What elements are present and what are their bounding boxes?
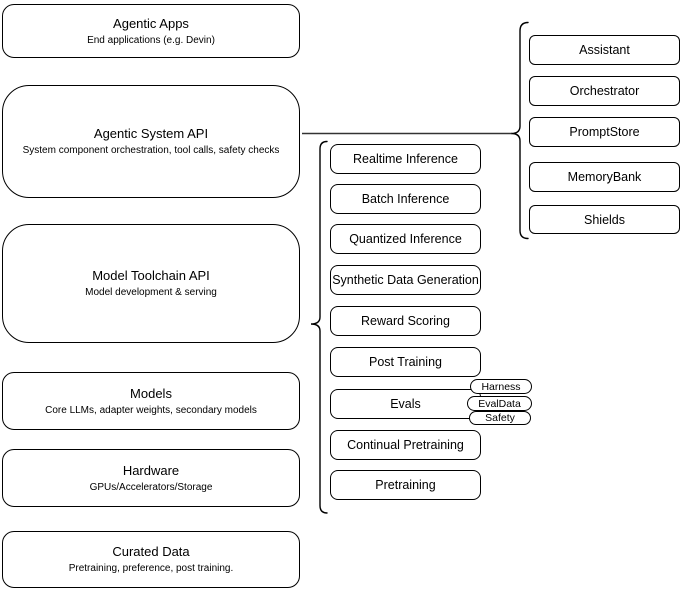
node-shields-label: Shields	[584, 212, 625, 227]
node-agentic-system-api-subtitle: System component orchestration, tool cal…	[22, 145, 280, 156]
node-synthetic-data-generation: Synthetic Data Generation	[330, 265, 481, 295]
node-pretraining: Pretraining	[330, 470, 481, 500]
node-continual-pretraining-label: Continual Pretraining	[347, 438, 464, 452]
node-reward-scoring-label: Reward Scoring	[361, 314, 450, 328]
node-agentic-apps-subtitle: End applications (e.g. Devin)	[87, 34, 215, 46]
node-assistant-label: Assistant	[579, 43, 630, 57]
node-post-training-label: Post Training	[369, 355, 442, 369]
node-agentic-apps: Agentic Apps End applications (e.g. Devi…	[2, 4, 300, 58]
node-batch-inference: Batch Inference	[330, 184, 481, 214]
node-agentic-system-api-title: Agentic System API	[93, 126, 209, 141]
node-curated-data-title: Curated Data	[112, 544, 190, 559]
node-hardware-title: Hardware	[122, 462, 180, 478]
node-memorybank: MemoryBank	[529, 162, 680, 192]
node-pretraining-label: Pretraining	[375, 478, 436, 492]
node-model-toolchain-api-subtitle: Model development & serving	[85, 287, 217, 298]
node-hardware-subtitle: GPUs/Accelerators/Storage	[89, 481, 213, 493]
node-promptstore-label: PromptStore	[569, 125, 640, 139]
node-quantized-inference-label: Quantized Inference	[349, 232, 462, 246]
node-assistant: Assistant	[529, 35, 680, 65]
node-model-toolchain-api-title: Model Toolchain API	[92, 268, 210, 283]
node-quantized-inference: Quantized Inference	[330, 224, 481, 254]
node-realtime-inference-label: Realtime Inference	[353, 152, 458, 166]
node-models-subtitle: Core LLMs, adapter weights, secondary mo…	[45, 404, 257, 416]
node-evals: Evals	[330, 389, 481, 419]
node-promptstore: PromptStore	[529, 117, 680, 147]
node-models-title: Models	[130, 385, 172, 401]
pill-harness-label: Harness	[481, 380, 521, 393]
node-curated-data: Curated Data Pretraining, preference, po…	[2, 531, 300, 588]
pill-safety: Safety	[469, 411, 531, 425]
pill-harness: Harness	[470, 379, 532, 394]
node-post-training: Post Training	[330, 347, 481, 377]
node-shields: Shields	[529, 205, 680, 234]
node-model-toolchain-api: Model Toolchain API Model development & …	[2, 224, 300, 343]
node-orchestrator: Orchestrator	[529, 76, 680, 106]
node-agentic-system-api: Agentic System API System component orch…	[2, 85, 300, 198]
node-orchestrator-label: Orchestrator	[569, 84, 640, 98]
node-realtime-inference: Realtime Inference	[330, 144, 481, 174]
node-curated-data-subtitle: Pretraining, preference, post training.	[68, 563, 234, 574]
node-synthetic-data-generation-label: Synthetic Data Generation	[332, 273, 479, 287]
node-models: Models Core LLMs, adapter weights, secon…	[2, 372, 300, 430]
node-reward-scoring: Reward Scoring	[330, 306, 481, 336]
pill-safety-label: Safety	[485, 412, 515, 424]
node-agentic-apps-title: Agentic Apps	[113, 15, 189, 31]
toolchain-components-brace	[310, 140, 328, 514]
pill-evaldata: EvalData	[467, 396, 532, 411]
node-continual-pretraining: Continual Pretraining	[330, 430, 481, 460]
node-memorybank-label: MemoryBank	[567, 170, 642, 184]
node-batch-inference-label: Batch Inference	[361, 192, 450, 206]
system-components-brace	[511, 21, 529, 240]
node-hardware: Hardware GPUs/Accelerators/Storage	[2, 449, 300, 507]
node-evals-label: Evals	[390, 397, 421, 411]
pill-evaldata-label: EvalData	[478, 397, 521, 410]
